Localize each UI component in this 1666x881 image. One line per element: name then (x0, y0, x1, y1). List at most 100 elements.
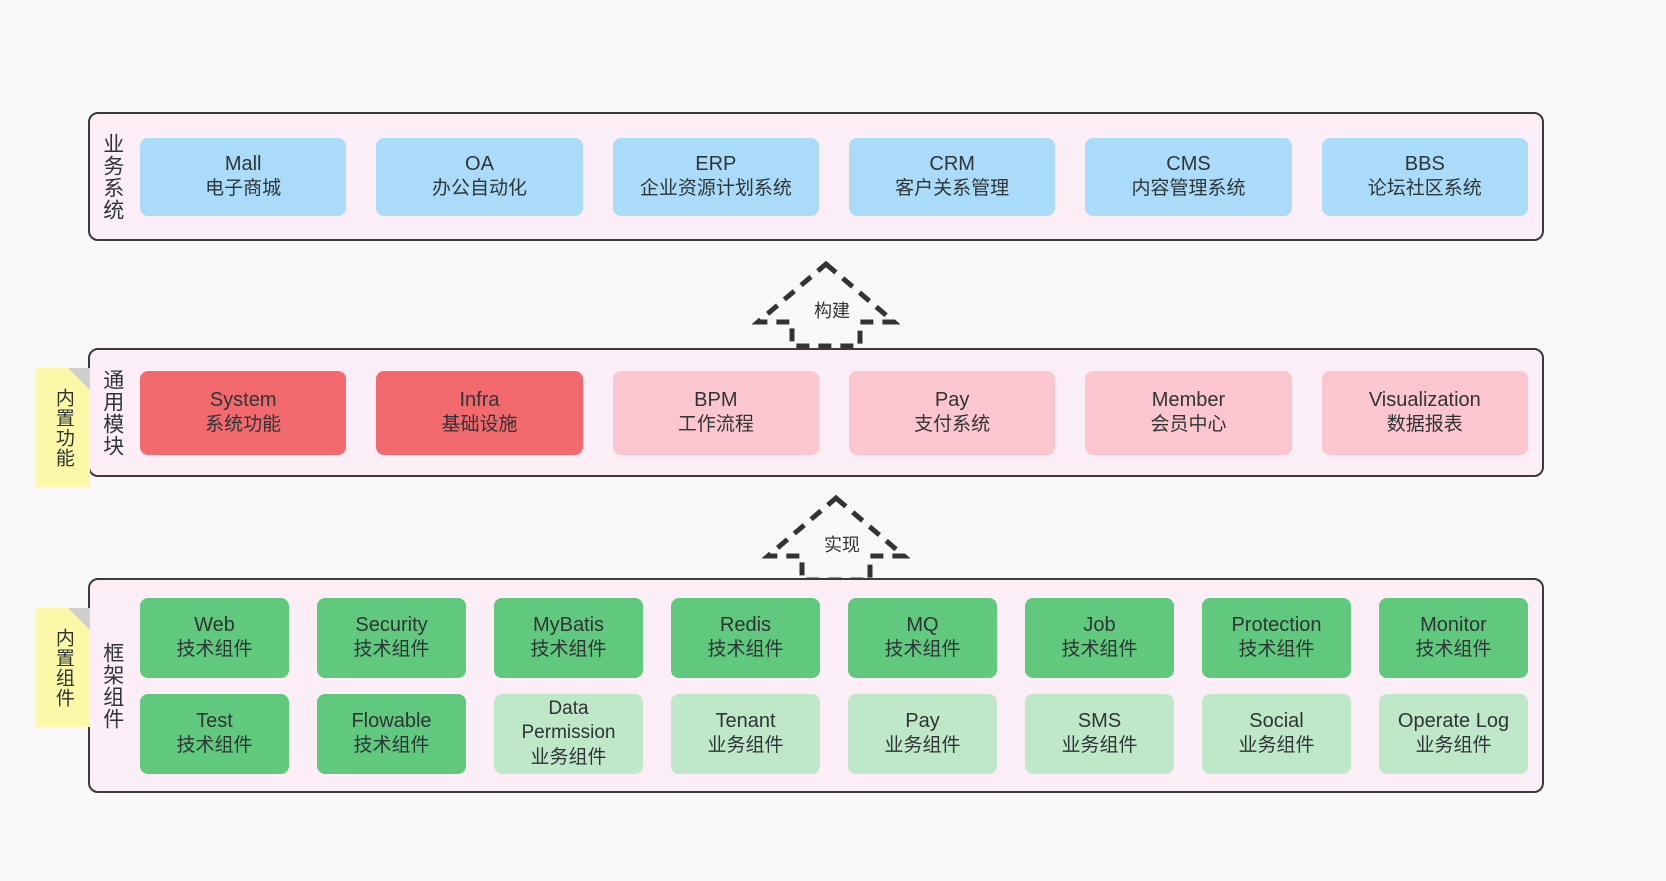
card-mq[interactable]: MQ 技术组件 (848, 597, 997, 678)
framework-tech-row: Web 技术组件 Security 技术组件 MyBatis 技术组件 Redi… (140, 597, 1528, 678)
card-member-cn: 会员中心 (1150, 414, 1227, 436)
card-data-permission[interactable]: Data Permission 业务组件 (494, 693, 643, 774)
card-member-en: Member (1151, 388, 1226, 411)
card-member[interactable]: Member 会员中心 (1085, 370, 1292, 455)
card-erp[interactable]: ERP 企业资源计划系统 (612, 137, 819, 216)
card-mybatis-cn: 技术组件 (530, 639, 607, 661)
layer-framework-components-body: Web 技术组件 Security 技术组件 MyBatis 技术组件 Redi… (134, 580, 1542, 791)
layer-business-systems-body: Mall 电子商城 OA 办公自动化 ERP 企业资源计划系统 CRM 客户关系… (134, 114, 1542, 239)
note-builtin-function: 内置功能 (36, 368, 90, 487)
arrow-realize-label: 实现 (824, 535, 860, 555)
card-pay-module[interactable]: Pay 支付系统 (848, 370, 1056, 455)
card-pay-component[interactable]: Pay 业务组件 (848, 693, 997, 774)
card-protection-cn: 技术组件 (1238, 639, 1315, 661)
card-monitor[interactable]: Monitor 技术组件 (1379, 597, 1528, 678)
card-web[interactable]: Web 技术组件 (140, 597, 289, 678)
card-flowable-cn: 技术组件 (353, 735, 430, 757)
card-bpm-cn: 工作流程 (677, 414, 754, 436)
card-infra-cn: 基础设施 (441, 414, 518, 436)
card-mybatis-en: MyBatis (532, 613, 605, 636)
card-security-en: Security (355, 613, 428, 636)
card-crm-en: CRM (929, 152, 975, 175)
card-visualization-en: Visualization (1368, 388, 1481, 411)
common-card-row: System 系统功能 Infra 基础设施 BPM 工作流程 Pay 支付系统… (140, 370, 1528, 455)
card-monitor-en: Monitor (1420, 613, 1487, 636)
card-mall-cn: 电子商城 (205, 178, 282, 200)
card-redis-en: Redis (719, 613, 772, 636)
card-cms[interactable]: CMS 内容管理系统 (1085, 137, 1292, 216)
card-social-en: Social (1249, 709, 1304, 732)
arrow-realize: 实现 (762, 492, 910, 584)
card-mall-en: Mall (224, 152, 262, 175)
card-tenant-en: Tenant (715, 709, 776, 732)
layer-framework-components-title: 框架组件 (100, 641, 124, 730)
card-pay-component-cn: 业务组件 (884, 735, 961, 757)
note-builtin-component: 内置组件 (36, 608, 90, 727)
card-protection[interactable]: Protection 技术组件 (1202, 597, 1351, 678)
card-mq-cn: 技术组件 (884, 639, 961, 661)
card-redis-cn: 技术组件 (707, 639, 784, 661)
card-test-cn: 技术组件 (176, 735, 253, 757)
card-social[interactable]: Social 业务组件 (1202, 693, 1351, 774)
card-job-cn: 技术组件 (1061, 639, 1138, 661)
card-system-cn: 系统功能 (205, 414, 282, 436)
card-system-en: System (209, 388, 277, 411)
card-mybatis[interactable]: MyBatis 技术组件 (494, 597, 643, 678)
card-tenant[interactable]: Tenant 业务组件 (671, 693, 820, 774)
layer-common-modules-body: System 系统功能 Infra 基础设施 BPM 工作流程 Pay 支付系统… (134, 350, 1542, 475)
note-builtin-function-label: 内置功能 (52, 387, 74, 468)
card-test-en: Test (196, 709, 233, 732)
card-web-cn: 技术组件 (176, 639, 253, 661)
card-redis[interactable]: Redis 技术组件 (671, 597, 820, 678)
card-bpm[interactable]: BPM 工作流程 (612, 370, 819, 455)
card-operate-log-en: Operate Log (1397, 709, 1510, 732)
card-data-permission-en: Data Permission (521, 698, 616, 744)
card-oa[interactable]: OA 办公自动化 (376, 137, 583, 216)
note-builtin-component-label: 内置组件 (52, 627, 74, 708)
card-job-en: Job (1083, 613, 1116, 636)
card-cms-cn: 内容管理系统 (1131, 178, 1246, 200)
card-sms-en: SMS (1077, 709, 1122, 732)
card-flowable[interactable]: Flowable 技术组件 (317, 693, 466, 774)
card-operate-log-cn: 业务组件 (1415, 735, 1492, 757)
card-social-cn: 业务组件 (1238, 735, 1315, 757)
card-data-permission-cn: 业务组件 (530, 746, 607, 768)
card-sms[interactable]: SMS 业务组件 (1025, 693, 1174, 774)
layer-common-modules-title: 通用模块 (100, 368, 124, 457)
card-sms-cn: 业务组件 (1061, 735, 1138, 757)
card-oa-en: OA (465, 152, 494, 175)
card-job[interactable]: Job 技术组件 (1025, 597, 1174, 678)
card-bbs-cn: 论坛社区系统 (1367, 178, 1482, 200)
layer-business-systems-title: 业务系统 (100, 132, 124, 221)
card-infra-en: Infra (459, 388, 500, 411)
card-erp-cn: 企业资源计划系统 (639, 178, 792, 200)
card-visualization-cn: 数据报表 (1386, 414, 1463, 436)
card-pay-component-en: Pay (905, 709, 940, 732)
card-infra[interactable]: Infra 基础设施 (376, 370, 583, 455)
layer-business-systems: 业务系统 Mall 电子商城 OA 办公自动化 ERP 企业资源计划系统 CRM… (88, 112, 1544, 241)
layer-common-modules: 通用模块 System 系统功能 Infra 基础设施 BPM 工作流程 Pay… (88, 348, 1544, 477)
card-bbs-en: BBS (1404, 152, 1445, 175)
card-security-cn: 技术组件 (353, 639, 430, 661)
card-bbs[interactable]: BBS 论坛社区系统 (1321, 137, 1528, 216)
card-erp-en: ERP (695, 152, 737, 175)
note-fold-corner-icon (68, 608, 90, 630)
business-card-row: Mall 电子商城 OA 办公自动化 ERP 企业资源计划系统 CRM 客户关系… (140, 137, 1528, 216)
layer-framework-components: 框架组件 Web 技术组件 Security 技术组件 MyBatis 技术组件… (88, 578, 1544, 793)
card-flowable-en: Flowable (351, 709, 432, 732)
card-system[interactable]: System 系统功能 (140, 370, 347, 455)
card-monitor-cn: 技术组件 (1415, 639, 1492, 661)
card-pay-module-en: Pay (934, 388, 970, 411)
card-crm[interactable]: CRM 客户关系管理 (848, 137, 1056, 216)
card-test[interactable]: Test 技术组件 (140, 693, 289, 774)
card-pay-module-cn: 支付系统 (914, 414, 991, 436)
card-crm-cn: 客户关系管理 (895, 178, 1010, 200)
card-security[interactable]: Security 技术组件 (317, 597, 466, 678)
card-mall[interactable]: Mall 电子商城 (140, 137, 347, 216)
card-visualization[interactable]: Visualization 数据报表 (1321, 370, 1528, 455)
card-oa-cn: 办公自动化 (431, 178, 527, 200)
card-protection-en: Protection (1231, 613, 1322, 636)
arrow-build: 构建 (752, 258, 900, 350)
note-fold-corner-icon (68, 368, 90, 390)
card-operate-log[interactable]: Operate Log 业务组件 (1379, 693, 1528, 774)
